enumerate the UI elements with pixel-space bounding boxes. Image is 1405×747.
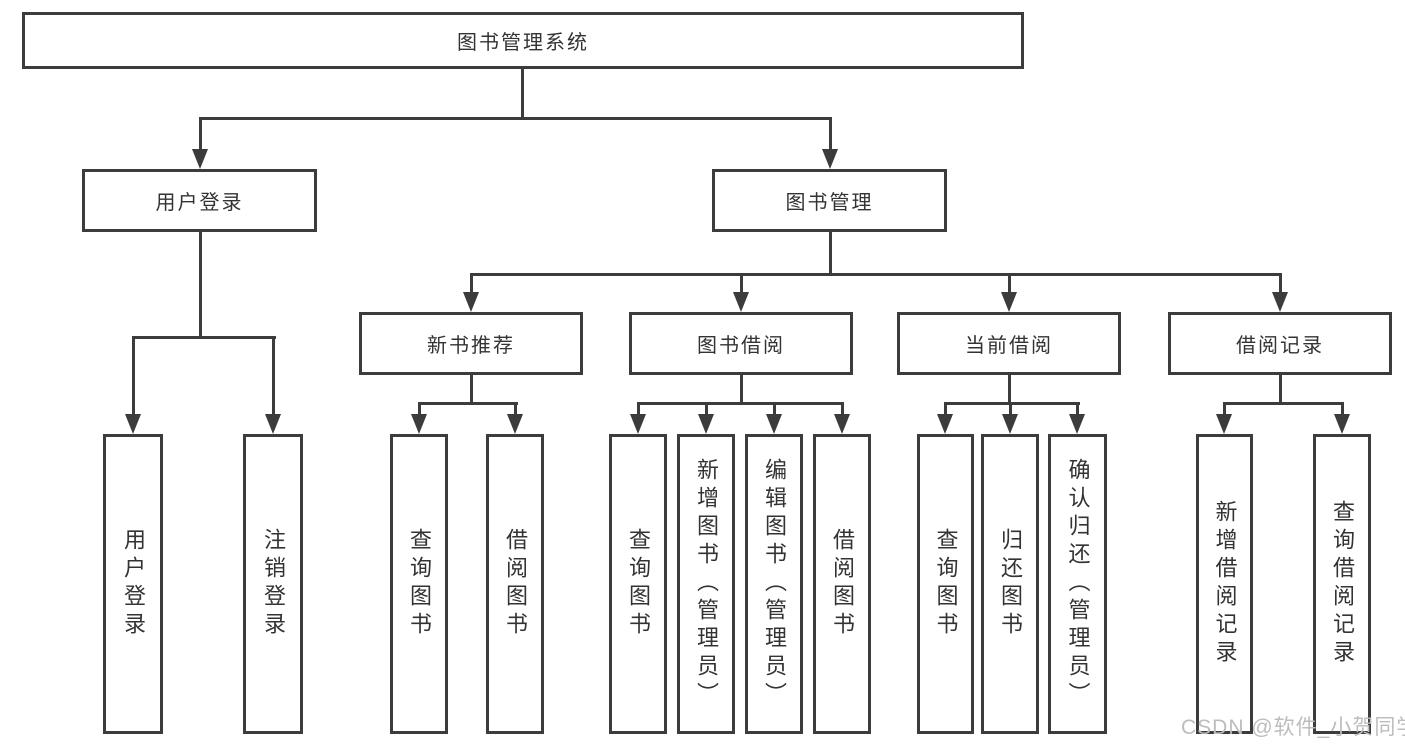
edge-to-leaf — [1076, 402, 1079, 418]
node-label: 编辑图书（管理员） — [762, 458, 787, 710]
leaf-query-book-recommend: 查询图书 — [390, 434, 448, 734]
arrowhead — [766, 414, 782, 434]
node-label: 查询借阅记录 — [1330, 500, 1355, 668]
arrowhead — [507, 414, 523, 434]
arrowhead — [463, 292, 479, 312]
node-label: 用户登录 — [155, 192, 244, 214]
edge-level2-rail — [199, 117, 832, 120]
leaf-return-book: 归还图书 — [981, 434, 1039, 734]
node-label: 新书推荐 — [427, 335, 515, 357]
arrowhead — [937, 414, 953, 434]
edge-borrow-rail — [637, 402, 844, 405]
node-root: 图书管理系统 — [22, 12, 1024, 69]
leaf-borrow-book-recommend: 借阅图书 — [486, 434, 544, 734]
edge-to-leaf — [1341, 402, 1344, 418]
node-label: 新增借阅记录 — [1212, 500, 1238, 668]
node-user-login-branch: 用户登录 — [82, 169, 317, 232]
node-borrow-records: 借阅记录 — [1168, 312, 1392, 375]
edge-to-leaf — [705, 402, 708, 418]
node-label: 用户登录 — [121, 528, 146, 640]
edge-to-leaf — [637, 402, 640, 418]
edge-to-book-management — [829, 117, 832, 151]
edge-to-leaf — [1223, 402, 1226, 418]
edge-to-leaf — [773, 402, 776, 418]
node-label: 注销登录 — [261, 528, 286, 640]
edge-to-leaf-logout — [272, 336, 275, 416]
arrowhead — [1334, 414, 1350, 434]
arrowhead — [834, 414, 850, 434]
watermark-text: CSDN @软件_小贺同学 — [1181, 716, 1405, 739]
edge-to-leaf — [1009, 402, 1012, 418]
node-current-borrow: 当前借阅 — [897, 312, 1121, 375]
node-book-management-branch: 图书管理 — [712, 169, 947, 232]
edge-user-login-rail — [132, 336, 276, 339]
edge-borrow-records-stem — [1279, 375, 1282, 405]
edge-new-book-recommend-stem — [470, 375, 473, 405]
node-label: 查询图书 — [933, 528, 959, 640]
edge-to-leaf-user-login — [132, 336, 135, 416]
node-label: 查询图书 — [626, 528, 651, 640]
node-label: 确认归还（管理员） — [1065, 458, 1091, 710]
leaf-query-borrow-record: 查询借阅记录 — [1313, 434, 1371, 734]
arrowhead — [192, 149, 208, 169]
arrowhead — [1216, 414, 1232, 434]
arrowhead — [265, 414, 281, 434]
arrowhead — [125, 414, 141, 434]
leaf-borrow-book: 借阅图书 — [813, 434, 871, 734]
edge-current-borrow-stem — [1008, 375, 1011, 405]
leaf-add-book-admin: 新增图书（管理员） — [677, 434, 735, 734]
node-label: 图书管理系统 — [457, 32, 589, 54]
arrowhead — [1272, 292, 1288, 312]
edge-to-borrow-records — [1279, 273, 1282, 295]
node-label: 新增图书（管理员） — [694, 458, 719, 710]
node-label: 查询图书 — [407, 528, 432, 640]
node-label: 借阅图书 — [830, 528, 855, 640]
arrowhead — [1002, 414, 1018, 434]
arrowhead — [698, 414, 714, 434]
leaf-confirm-return-admin: 确认归还（管理员） — [1048, 434, 1107, 734]
leaf-query-book-borrow: 查询图书 — [609, 434, 667, 734]
edge-to-new-book-recommend — [470, 273, 473, 295]
arrowhead — [1001, 292, 1017, 312]
node-label: 归还图书 — [998, 528, 1023, 640]
edge-to-leaf — [944, 402, 947, 418]
leaf-edit-book-admin: 编辑图书（管理员） — [745, 434, 803, 734]
edge-book-borrow-stem — [740, 375, 743, 405]
edge-book-management-stem — [829, 232, 832, 276]
arrowhead — [411, 414, 427, 434]
edge-to-leaf — [841, 402, 844, 418]
edge-to-leaf — [418, 402, 421, 418]
node-label: 图书借阅 — [697, 335, 785, 357]
edge-to-leaf — [514, 402, 517, 418]
edge-recommend-rail — [418, 402, 518, 405]
edge-current-rail — [944, 402, 1080, 405]
edge-to-current-borrow — [1008, 273, 1011, 295]
edge-root-stem — [521, 69, 524, 117]
node-label: 借阅图书 — [503, 528, 528, 640]
edge-records-rail — [1223, 402, 1344, 405]
arrowhead — [1069, 414, 1085, 434]
leaf-user-login: 用户登录 — [103, 434, 163, 734]
node-label: 当前借阅 — [965, 335, 1053, 357]
leaf-add-borrow-record: 新增借阅记录 — [1196, 434, 1253, 734]
arrowhead — [733, 292, 749, 312]
leaf-query-book-current: 查询图书 — [917, 434, 974, 734]
node-label: 图书管理 — [785, 192, 874, 214]
edge-to-book-borrow — [740, 273, 743, 295]
leaf-logout: 注销登录 — [243, 434, 303, 734]
arrowhead — [630, 414, 646, 434]
edge-user-login-stem — [199, 232, 202, 336]
node-label: 借阅记录 — [1236, 335, 1324, 357]
edge-level3-rail — [470, 273, 1282, 276]
edge-to-user-login — [199, 117, 202, 151]
node-new-book-recommend: 新书推荐 — [359, 312, 583, 375]
node-book-borrow: 图书借阅 — [629, 312, 853, 375]
arrowhead — [822, 149, 838, 169]
